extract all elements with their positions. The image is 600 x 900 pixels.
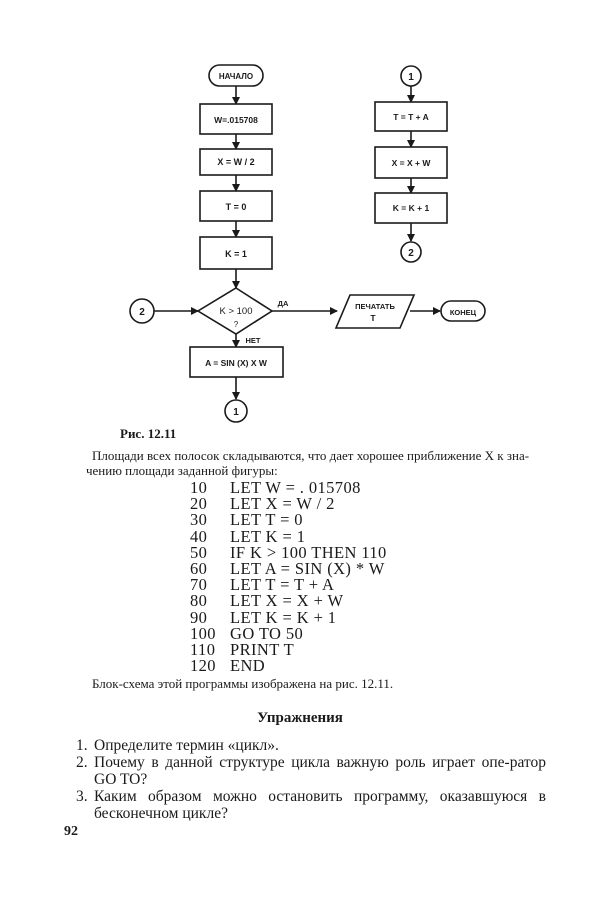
connector-2-right-label: 2 bbox=[408, 248, 414, 259]
start-terminal bbox=[208, 64, 264, 87]
statement: LET K = K + 1 bbox=[230, 607, 337, 627]
program-line: 100 GO TO 50 bbox=[190, 623, 387, 643]
box-loop-k bbox=[374, 192, 448, 224]
box-t-label: T = 0 bbox=[226, 202, 247, 212]
exercise-number: 1. bbox=[76, 737, 88, 754]
line-number: 40 bbox=[190, 526, 208, 546]
line-number: 10 bbox=[190, 478, 208, 497]
line-number: 70 bbox=[190, 575, 208, 595]
program-line: 30 LET T = 0 bbox=[190, 510, 387, 530]
figure-caption: Рис. 12.11 bbox=[120, 426, 177, 441]
box-a bbox=[189, 346, 284, 378]
paragraph-line-1: Площади всех полосок складываются, что д… bbox=[92, 448, 530, 463]
exercise-text: Почему в данной структуре цикла важную р… bbox=[94, 754, 546, 788]
program-line: 120 END bbox=[190, 656, 387, 676]
decision-q: ? bbox=[234, 320, 239, 329]
program-line: 40 LET K = 1 bbox=[190, 526, 387, 546]
paragraph-line-2: чению площади заданной фигуры: bbox=[86, 463, 278, 478]
connector-2-right bbox=[400, 241, 422, 263]
box-w bbox=[199, 103, 273, 135]
line-number: 110 bbox=[190, 640, 216, 660]
figure-reference-note: Блок-схема этой программы изображена на … bbox=[92, 676, 394, 691]
program-line: 10 LET W = . 015708 bbox=[190, 478, 387, 497]
statement: LET A = SIN (X) * W bbox=[230, 559, 385, 579]
exercise-item: 1. Определите термин «цикл». bbox=[76, 737, 546, 754]
exercise-item: 2. Почему в данной структуре цикла важную… bbox=[76, 754, 546, 788]
program-line: 90 LET K = K + 1 bbox=[190, 607, 387, 627]
decision-diamond bbox=[196, 287, 274, 335]
exercises-heading: Упражнения bbox=[257, 710, 343, 726]
program-line: 60 LET A = SIN (X) * W bbox=[190, 559, 387, 579]
box-loop-x bbox=[374, 146, 448, 179]
connector-1-top bbox=[400, 65, 422, 87]
statement: LET X = X + W bbox=[230, 591, 344, 611]
page-number: 92 bbox=[64, 824, 78, 839]
box-x-label: X = W / 2 bbox=[217, 157, 254, 167]
line-number: 60 bbox=[190, 559, 208, 579]
statement: GO TO 50 bbox=[230, 623, 304, 643]
statement: IF K > 100 THEN 110 bbox=[230, 542, 387, 562]
box-k-label: K = 1 bbox=[225, 249, 247, 259]
exercise-list: 1. Определите термин «цикл». 2. Почему в д… bbox=[76, 737, 546, 822]
loop-k-label: K = K + 1 bbox=[393, 203, 430, 213]
no-label: НЕТ bbox=[246, 336, 261, 345]
connector-1-bottom-label: 1 bbox=[233, 407, 239, 418]
program-line: 110 PRINT T bbox=[190, 640, 387, 660]
print-label: ПЕЧАТАТЬ bbox=[355, 302, 395, 311]
line-number: 80 bbox=[190, 591, 208, 611]
connector-2-left bbox=[129, 298, 155, 324]
yes-label: ДА bbox=[278, 299, 289, 308]
connector-2-left-label: 2 bbox=[139, 307, 145, 318]
line-number: 100 bbox=[190, 623, 216, 643]
box-loop-t bbox=[374, 101, 448, 132]
statement: PRINT T bbox=[230, 640, 295, 660]
statement: END bbox=[230, 656, 266, 676]
box-a-label: A = SIN (X) X W bbox=[205, 358, 268, 368]
start-label: НАЧАЛО bbox=[219, 72, 253, 81]
print-parallelogram bbox=[334, 294, 416, 329]
statement: LET W = . 015708 bbox=[230, 478, 361, 497]
exercise-text: Каким образом можно остановить программу… bbox=[94, 788, 546, 822]
box-x bbox=[199, 148, 273, 176]
line-number: 20 bbox=[190, 494, 208, 514]
connector-1-top-label: 1 bbox=[408, 72, 414, 83]
box-w-label: W=.015708 bbox=[214, 115, 258, 125]
line-number: 120 bbox=[190, 656, 216, 676]
end-terminal bbox=[440, 300, 486, 322]
line-number: 90 bbox=[190, 607, 208, 627]
line-number: 30 bbox=[190, 510, 208, 530]
program-line: 70 LET T = T + A bbox=[190, 575, 387, 595]
statement: LET K = 1 bbox=[230, 526, 306, 546]
paragraph: Площади всех полосок складываются, что д… bbox=[86, 448, 550, 478]
print-value: T bbox=[370, 313, 376, 323]
loop-t-label: T = T + A bbox=[393, 112, 429, 122]
loop-x-label: X = X + W bbox=[392, 158, 432, 168]
statement: LET X = W / 2 bbox=[230, 494, 335, 514]
line-number: 50 bbox=[190, 542, 208, 562]
program-line: 80 LET X = X + W bbox=[190, 591, 387, 611]
flowchart: НАЧАЛО W=.015708 X = W / 2 T = 0 K = 1 K… bbox=[129, 64, 486, 423]
program-line: 50 IF K > 100 THEN 110 bbox=[190, 542, 387, 562]
statement: LET T = T + A bbox=[230, 575, 335, 595]
box-k bbox=[199, 236, 273, 270]
program-line: 20 LET X = W / 2 bbox=[190, 494, 387, 514]
statement: LET T = 0 bbox=[230, 510, 303, 530]
end-label: КОНЕЦ bbox=[450, 308, 477, 317]
box-t bbox=[199, 190, 273, 222]
connector-1-bottom bbox=[224, 399, 248, 423]
exercise-text: Определите термин «цикл». bbox=[94, 737, 279, 754]
exercise-number: 2. bbox=[76, 754, 88, 771]
exercise-item: 3. Каким образом можно остановить програм… bbox=[76, 788, 546, 822]
decision-label: K > 100 bbox=[219, 306, 252, 317]
exercise-number: 3. bbox=[76, 788, 88, 805]
